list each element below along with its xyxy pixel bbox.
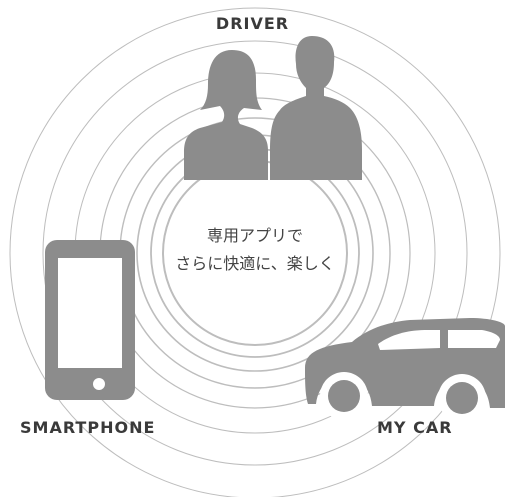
my-car-label: MY CAR <box>377 418 453 437</box>
center-message-line-2: さらに快適に、楽しく <box>175 254 335 273</box>
center-message-line-1: 専用アプリで <box>206 226 303 245</box>
car-icon <box>305 318 505 422</box>
phone-screen <box>58 258 122 368</box>
car-window <box>378 330 440 350</box>
car-window-rear <box>448 330 500 348</box>
driver-label: DRIVER <box>215 14 290 33</box>
ring-2 <box>42 40 468 466</box>
center-message: 専用アプリで さらに快適に、楽しく <box>160 222 350 278</box>
smartphone-label: SMARTPHONE <box>20 418 156 437</box>
smartphone-icon <box>45 240 135 400</box>
driver-woman-icon <box>184 50 268 180</box>
phone-home-button <box>93 378 105 390</box>
car-wheel-rear-hub <box>446 382 478 414</box>
car-wheel-front-hub <box>328 380 360 412</box>
ring-1 <box>9 7 501 497</box>
driver-man-icon <box>270 36 362 180</box>
